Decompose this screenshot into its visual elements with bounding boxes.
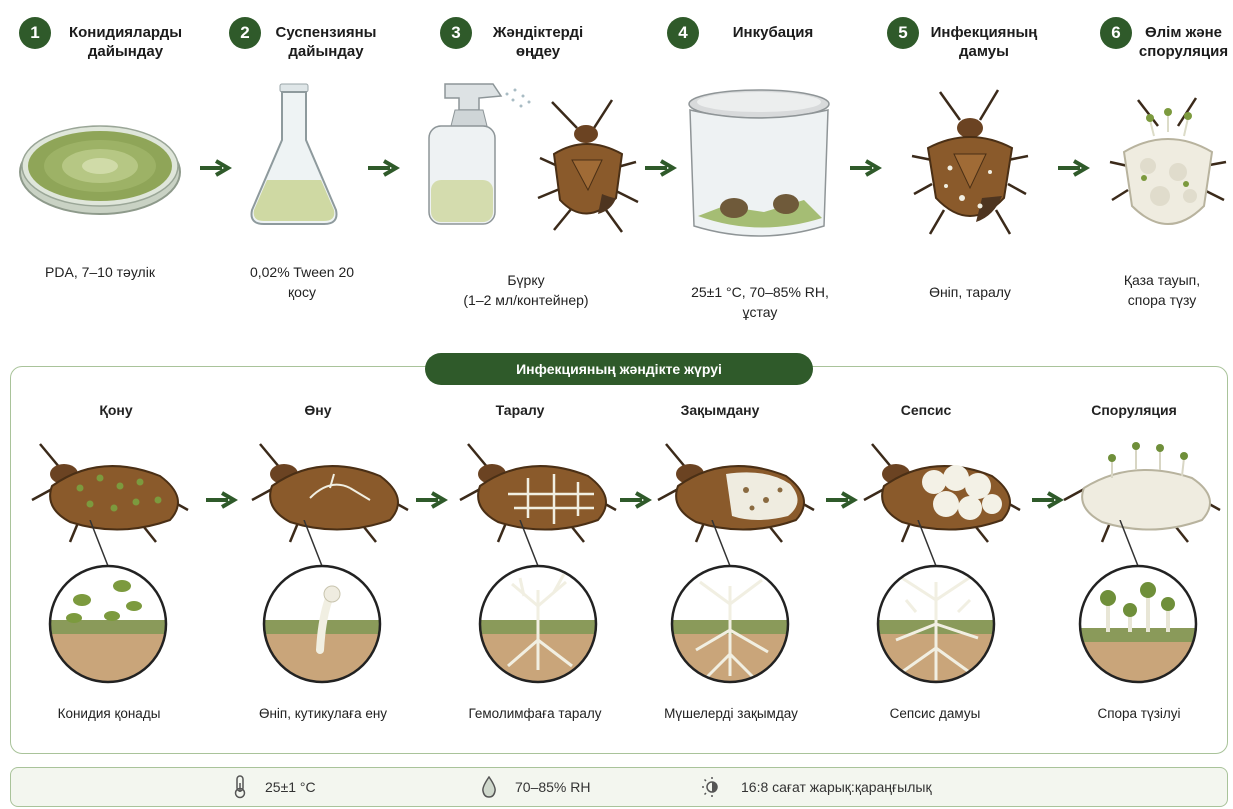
step-6-number: 6 bbox=[1100, 17, 1132, 49]
step-5-number: 5 bbox=[887, 17, 919, 49]
step-1-caption: PDA, 7–10 тәулік bbox=[20, 262, 180, 282]
step-2-caption: 0,02% Tween 20 қосу bbox=[222, 262, 382, 302]
stage-1-title: Қону bbox=[36, 402, 196, 418]
sun-moon-icon bbox=[701, 776, 723, 798]
stink-bug-icon bbox=[532, 98, 642, 238]
step-6-caption-line2: спора түзу bbox=[1097, 290, 1227, 310]
step-4-number: 4 bbox=[667, 17, 699, 49]
petri-dish-icon bbox=[15, 110, 185, 220]
step-3-caption-line1: Бүрку bbox=[436, 270, 616, 290]
step-5-caption: Өніп, таралу bbox=[900, 282, 1040, 302]
stage-6-title: Споруляция bbox=[1054, 402, 1214, 418]
temperature-condition: 25±1 °C bbox=[233, 768, 316, 806]
step-2-title-line1: Суспензияны bbox=[266, 23, 386, 42]
step-4-caption-line2: ұстау bbox=[660, 302, 860, 322]
step-1-title: Конидияларды дайындау bbox=[58, 23, 193, 61]
stage-2-caption: Өніп, кутикулаға ену bbox=[228, 706, 418, 721]
step-2-title: Суспензияны дайындау bbox=[266, 23, 386, 61]
stage-3-caption: Гемолимфаға таралу bbox=[440, 706, 630, 721]
step-5-title-line2: дамуы bbox=[924, 42, 1044, 61]
sporulated-bug-icon bbox=[1108, 92, 1228, 247]
photoperiod-value: 16:8 сағат жарық:қараңғылық bbox=[741, 779, 932, 795]
stage-4-title: Зақымдану bbox=[640, 402, 800, 418]
arrow-right-icon bbox=[848, 158, 884, 178]
flask-icon bbox=[244, 80, 344, 230]
thermometer-icon bbox=[233, 775, 247, 799]
step-1-title-line2: дайындау bbox=[58, 42, 193, 61]
step-3-title-line2: өңдеу bbox=[478, 42, 598, 61]
step-1-title-line1: Конидияларды bbox=[58, 23, 193, 42]
step-6-caption: Қаза тауып, спора түзу bbox=[1097, 270, 1227, 310]
cuticle-conidia-magnifier-icon bbox=[38, 520, 178, 690]
step-2-number: 2 bbox=[229, 17, 261, 49]
water-drop-icon bbox=[481, 776, 497, 798]
stage-4-caption: Мүшелерді зақымдау bbox=[636, 706, 826, 721]
stage-1-caption: Конидия қонады bbox=[14, 706, 204, 721]
arrow-right-icon bbox=[414, 490, 450, 510]
step-2-caption-line2: қосу bbox=[222, 282, 382, 302]
arrow-right-icon bbox=[824, 490, 860, 510]
step-4-caption-line1: 25±1 °C, 70–85% RH, bbox=[660, 282, 860, 302]
hemolymph-spread-magnifier-icon bbox=[468, 520, 608, 690]
arrow-right-icon bbox=[1030, 490, 1066, 510]
step-3-caption: Бүрку (1–2 мл/контейнер) bbox=[436, 270, 616, 310]
step-6-title-line1: Өлім және bbox=[1136, 23, 1231, 42]
stage-2-title: Өну bbox=[238, 402, 398, 418]
step-1-number: 1 bbox=[19, 17, 51, 49]
step-2-caption-line1: 0,02% Tween 20 bbox=[222, 262, 382, 282]
sepsis-magnifier-icon bbox=[866, 520, 1006, 690]
infection-panel bbox=[10, 366, 1228, 754]
step-4-caption: 25±1 °C, 70–85% RH, ұстау bbox=[660, 282, 860, 322]
step-3-caption-line2: (1–2 мл/контейнер) bbox=[436, 290, 616, 310]
arrow-right-icon bbox=[198, 158, 234, 178]
step-5-title: Инфекцияның дамуы bbox=[924, 23, 1044, 61]
step-3-number: 3 bbox=[440, 17, 472, 49]
step-5-title-line1: Инфекцияның bbox=[924, 23, 1044, 42]
germination-magnifier-icon bbox=[252, 520, 392, 690]
stage-5-caption: Сепсис дамуы bbox=[840, 706, 1030, 721]
step-4-title: Инкубация bbox=[718, 23, 828, 42]
conditions-bar: 25±1 °C 70–85% RH 16:8 сағат жарық:қараң… bbox=[10, 767, 1228, 807]
step-4-title-line1: Инкубация bbox=[718, 23, 828, 42]
stage-3-title: Таралу bbox=[440, 402, 600, 418]
incubation-container-icon bbox=[684, 86, 834, 246]
panel-title: Инфекцияның жәндікте жүруі bbox=[425, 353, 813, 385]
organ-damage-magnifier-icon bbox=[660, 520, 800, 690]
step-6-caption-line1: Қаза тауып, bbox=[1097, 270, 1227, 290]
step-6-title: Өлім және споруляция bbox=[1136, 23, 1231, 61]
humidity-value: 70–85% RH bbox=[515, 779, 591, 795]
arrow-right-icon bbox=[643, 158, 679, 178]
spray-bottle-icon bbox=[415, 76, 535, 231]
arrow-right-icon bbox=[1056, 158, 1092, 178]
arrow-right-icon bbox=[618, 490, 654, 510]
step-3-title-line1: Жәндіктерді bbox=[478, 23, 598, 42]
spore-formation-magnifier-icon bbox=[1068, 520, 1208, 690]
humidity-condition: 70–85% RH bbox=[481, 768, 591, 806]
stage-5-title: Сепсис bbox=[846, 402, 1006, 418]
temperature-value: 25±1 °C bbox=[265, 779, 316, 795]
step-5-caption-line1: Өніп, таралу bbox=[900, 282, 1040, 302]
stage-6-caption: Спора түзілуі bbox=[1044, 706, 1233, 721]
step-6-title-line2: споруляция bbox=[1136, 42, 1231, 61]
step-2-title-line2: дайындау bbox=[266, 42, 386, 61]
infected-bug-icon bbox=[910, 88, 1030, 243]
photoperiod-condition: 16:8 сағат жарық:қараңғылық bbox=[701, 768, 932, 806]
step-3-title: Жәндіктерді өңдеу bbox=[478, 23, 598, 61]
arrow-right-icon bbox=[366, 158, 402, 178]
step-1-caption-line1: PDA, 7–10 тәулік bbox=[20, 262, 180, 282]
arrow-right-icon bbox=[204, 490, 240, 510]
